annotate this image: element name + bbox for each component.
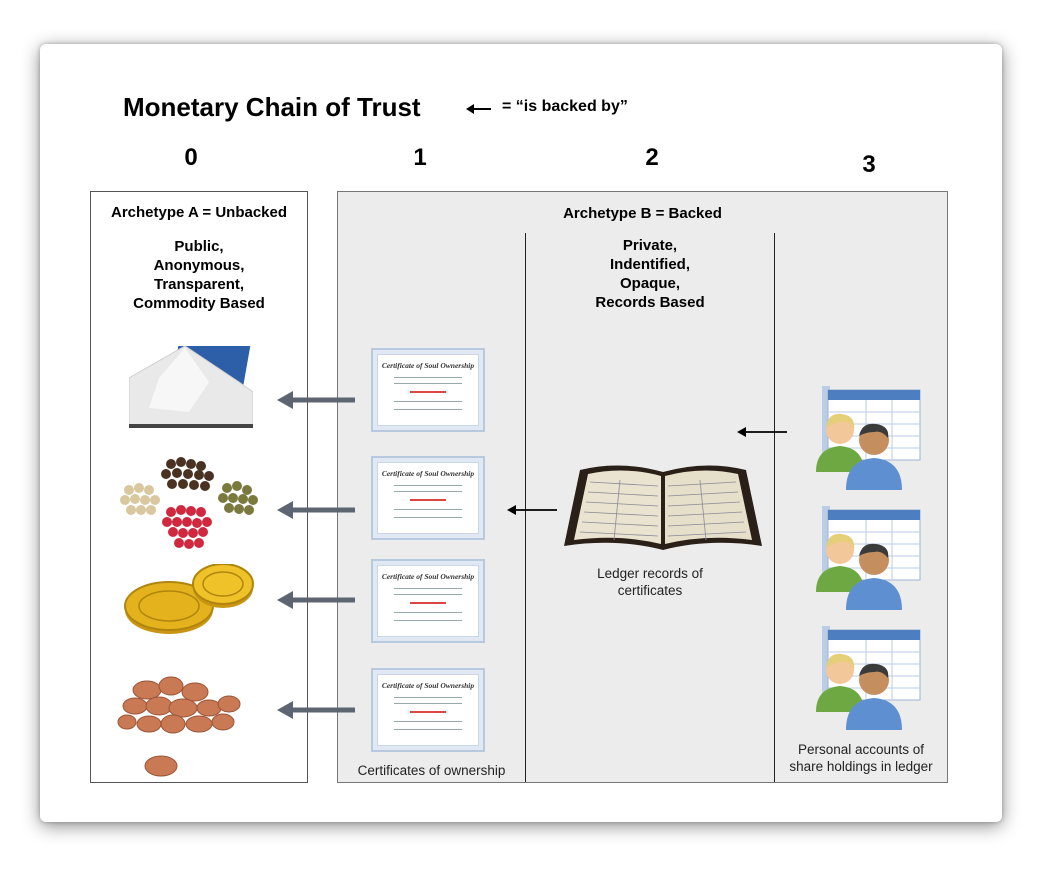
- certificate-3: Certificate of Soul Ownership: [371, 559, 485, 643]
- certificate-2: Certificate of Soul Ownership: [371, 456, 485, 540]
- archetype-b-header: Archetype B = Backed: [563, 205, 722, 222]
- diagram-title: Monetary Chain of Trust: [123, 92, 421, 122]
- column-divider-2-3: [774, 233, 775, 782]
- backing-arrow-gold-icon: [277, 591, 355, 609]
- legend-arrow-icon: [466, 104, 491, 114]
- certificate-4: Certificate of Soul Ownership: [371, 668, 485, 752]
- personal-account-icon-1: [816, 386, 921, 490]
- personal-account-icon-3: [816, 626, 921, 730]
- archetype-a-description: Public, Anonymous, Transparent, Commodit…: [133, 238, 265, 312]
- column-number-3: 3: [862, 151, 876, 178]
- certificates-caption: Certificates of ownership: [357, 763, 506, 778]
- archetype-a-panel: Archetype A = Unbacked Public, Anonymous…: [90, 191, 308, 783]
- slide: Monetary Chain of Trust = “is backed by”…: [40, 44, 1002, 822]
- certificate-1: Certificate of Soul Ownership: [371, 348, 485, 432]
- backing-arrow-salt-icon: [277, 391, 355, 409]
- gold-coins-icon: [124, 564, 254, 634]
- peppercorns-icon: [120, 457, 258, 549]
- copper-nuggets-icon: [117, 676, 241, 777]
- accounts-caption: Personal accounts of share holdings in l…: [789, 742, 933, 774]
- salt-pile-icon: [129, 345, 253, 428]
- archetype-b-panel: Archetype B = Backed Private, Indentifie…: [337, 191, 948, 783]
- archetype-a-header: Archetype A = Unbacked: [110, 204, 288, 221]
- backing-arrow-copper-icon: [277, 701, 355, 719]
- ledger-book-icon: [564, 465, 762, 550]
- column-number-1: 1: [413, 144, 427, 171]
- column-number-0: 0: [184, 144, 198, 171]
- legend-text: = “is backed by”: [502, 98, 628, 115]
- column-divider-1-2: [525, 233, 526, 782]
- backing-arrow-pepper-icon: [277, 501, 355, 519]
- personal-account-icon-2: [816, 506, 921, 610]
- ledger-to-certificate-arrow-icon: [507, 505, 557, 515]
- column-number-2: 2: [645, 144, 659, 171]
- archetype-b-description: Private, Indentified, Opaque, Records Ba…: [595, 237, 705, 311]
- accounts-to-ledger-arrow-icon: [737, 427, 787, 437]
- ledger-caption: Ledger records of certificates: [597, 566, 703, 598]
